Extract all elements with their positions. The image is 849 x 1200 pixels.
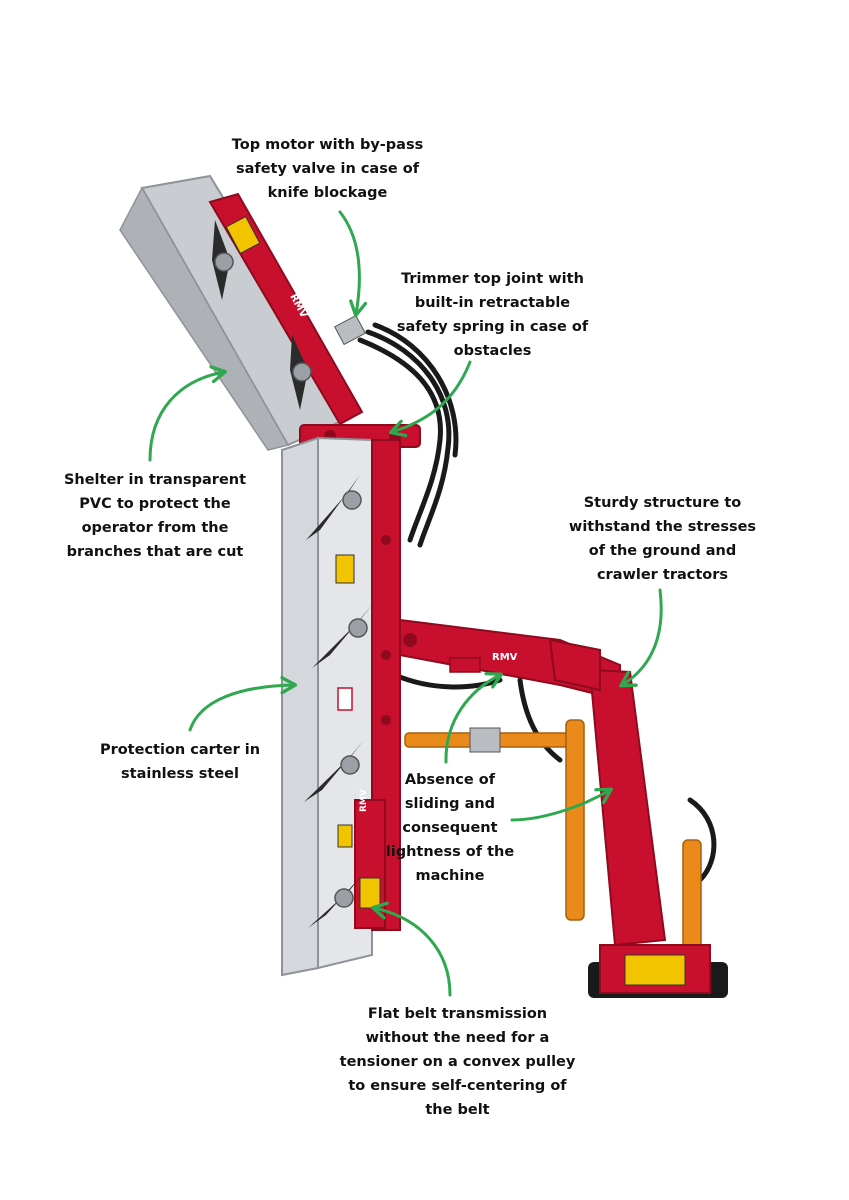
- hydraulic-hoses: [357, 322, 717, 883]
- callout-arrow-icon: [188, 685, 294, 732]
- label-line: knife blockage: [267, 185, 388, 201]
- label-line: sliding and: [404, 796, 496, 812]
- top-blade-2: [290, 335, 312, 410]
- callout-arrow-icon: [374, 908, 452, 997]
- label-line: Sturdy structure to: [583, 495, 742, 511]
- vertical-cylinders: [565, 719, 702, 951]
- label-line: stainless steel: [121, 766, 239, 782]
- label-line: safety valve in case of: [235, 161, 420, 177]
- label-top-joint: Trimmer top joint with built-in retracta…: [385, 267, 600, 363]
- label-flat-belt: Flat belt transmission without the need …: [320, 1002, 595, 1122]
- side-blades: [304, 475, 372, 928]
- machine-base: [588, 944, 728, 998]
- label-line: safety spring in case of: [396, 319, 589, 335]
- label-line: withstand the stresses: [568, 519, 757, 535]
- label-line: without the need for a: [365, 1030, 550, 1046]
- label-protection-carter: Protection carter in stainless steel: [85, 738, 275, 786]
- label-sturdy-structure: Sturdy structure to withstand the stress…: [555, 491, 770, 587]
- vertical-red-beam: [354, 439, 401, 931]
- label-line: PVC to protect the: [79, 496, 231, 512]
- brand-mark-arm: RMV: [492, 652, 518, 663]
- label-line: obstacles: [453, 343, 532, 359]
- label-line: built-in retractable: [414, 295, 571, 311]
- label-top-motor: Top motor with by-pass safety valve in c…: [205, 133, 450, 205]
- right-leg: [548, 638, 667, 947]
- label-shelter: Shelter in transparent PVC to protect th…: [50, 468, 260, 564]
- callout-arrow-icon: [148, 372, 224, 462]
- top-trimmer-head: [119, 174, 366, 451]
- label-line: crawler tractors: [596, 567, 729, 583]
- callout-arrow-icon: [622, 588, 663, 685]
- label-line: lightness of the: [385, 844, 515, 860]
- label-line: the belt: [425, 1102, 490, 1118]
- brand-mark-beam: RMV: [359, 789, 369, 812]
- label-line: Trimmer top joint with: [401, 271, 584, 287]
- label-line: to ensure self-centering of: [348, 1078, 567, 1094]
- label-absence-of-sliding: Absence of sliding and consequent lightn…: [370, 768, 530, 888]
- callout-arrow-icon: [392, 360, 472, 432]
- label-line: tensioner on a convex pulley: [339, 1054, 576, 1070]
- label-line: Flat belt transmission: [367, 1006, 548, 1022]
- label-line: machine: [415, 868, 485, 884]
- callout-arrow-icon: [444, 675, 500, 764]
- label-line: operator from the: [81, 520, 229, 536]
- label-line: Top motor with by-pass: [231, 137, 424, 153]
- callout-arrow-icon: [338, 210, 359, 314]
- label-line: of the ground and: [588, 543, 737, 559]
- label-line: Absence of: [404, 772, 496, 788]
- callout-arrow-icon: [510, 790, 610, 822]
- label-line: branches that are cut: [66, 544, 244, 560]
- label-line: consequent: [402, 820, 498, 836]
- top-blade-1: [212, 220, 234, 300]
- label-line: Protection carter in: [99, 742, 261, 758]
- label-line: Shelter in transparent: [63, 472, 247, 488]
